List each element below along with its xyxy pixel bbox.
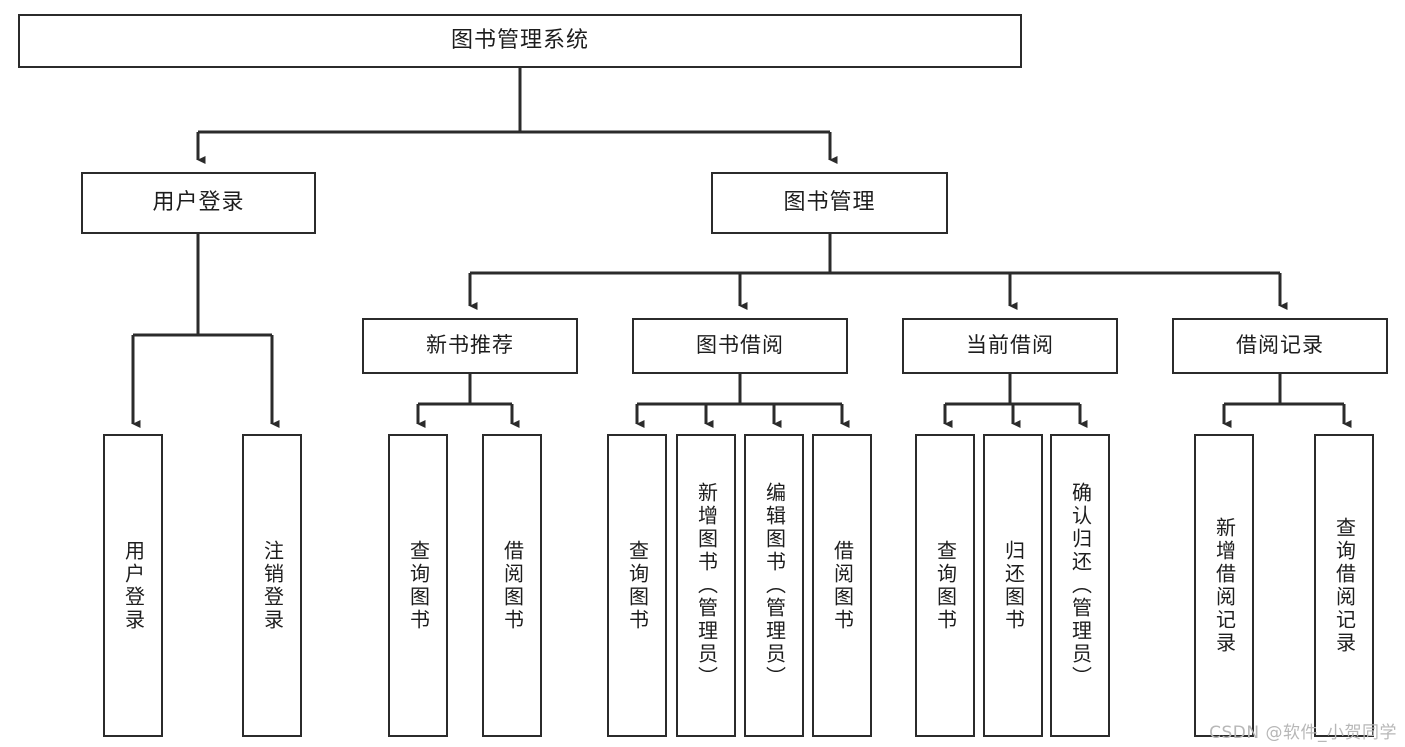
node-label: 图书管理 xyxy=(783,189,876,215)
node-label: 查询图书 xyxy=(406,539,431,632)
node-label: 新增图书（管理员） xyxy=(694,482,719,689)
leaf-query-book-current[interactable]: 查询图书 xyxy=(915,434,975,737)
node-label: 归还图书 xyxy=(1001,539,1026,632)
node-label: 图书借阅 xyxy=(696,333,784,358)
leaf-confirm-return-admin[interactable]: 确认归还（管理员） xyxy=(1050,434,1110,737)
node-current-borrow[interactable]: 当前借阅 xyxy=(902,318,1118,374)
node-label: 查询借阅记录 xyxy=(1332,516,1357,655)
node-user-login[interactable]: 用户登录 xyxy=(81,172,316,234)
leaf-return-book[interactable]: 归还图书 xyxy=(983,434,1043,737)
node-label: 借阅图书 xyxy=(500,539,525,632)
leaf-add-book-admin[interactable]: 新增图书（管理员） xyxy=(676,434,736,737)
node-new-book-recommend[interactable]: 新书推荐 xyxy=(362,318,578,374)
leaf-user-login[interactable]: 用户登录 xyxy=(103,434,163,737)
node-label: 新书推荐 xyxy=(426,333,514,358)
leaf-query-book-borrow[interactable]: 查询图书 xyxy=(607,434,667,737)
leaf-borrow-book[interactable]: 借阅图书 xyxy=(812,434,872,737)
node-label: 用户登录 xyxy=(121,539,146,632)
leaf-edit-book-admin[interactable]: 编辑图书（管理员） xyxy=(744,434,804,737)
node-label: 查询图书 xyxy=(933,539,958,632)
node-label: 编辑图书（管理员） xyxy=(762,482,787,689)
node-book-borrow[interactable]: 图书借阅 xyxy=(632,318,848,374)
leaf-query-borrow-record[interactable]: 查询借阅记录 xyxy=(1314,434,1374,737)
node-label: 查询图书 xyxy=(625,539,650,632)
leaf-add-borrow-record[interactable]: 新增借阅记录 xyxy=(1194,434,1254,737)
node-label: 借阅图书 xyxy=(830,539,855,632)
node-label: 确认归还（管理员） xyxy=(1068,482,1093,689)
leaf-logout[interactable]: 注销登录 xyxy=(242,434,302,737)
node-label: 注销登录 xyxy=(260,539,285,632)
node-label: 图书管理系统 xyxy=(450,27,589,53)
node-borrow-record[interactable]: 借阅记录 xyxy=(1172,318,1388,374)
node-label: 借阅记录 xyxy=(1236,333,1324,358)
leaf-query-book-recommend[interactable]: 查询图书 xyxy=(388,434,448,737)
node-root-book-management-system[interactable]: 图书管理系统 xyxy=(18,14,1022,68)
node-label: 新增借阅记录 xyxy=(1212,516,1237,655)
node-label: 用户登录 xyxy=(152,189,245,215)
node-book-management[interactable]: 图书管理 xyxy=(711,172,948,234)
leaf-borrow-book-recommend[interactable]: 借阅图书 xyxy=(482,434,542,737)
node-label: 当前借阅 xyxy=(966,333,1054,358)
